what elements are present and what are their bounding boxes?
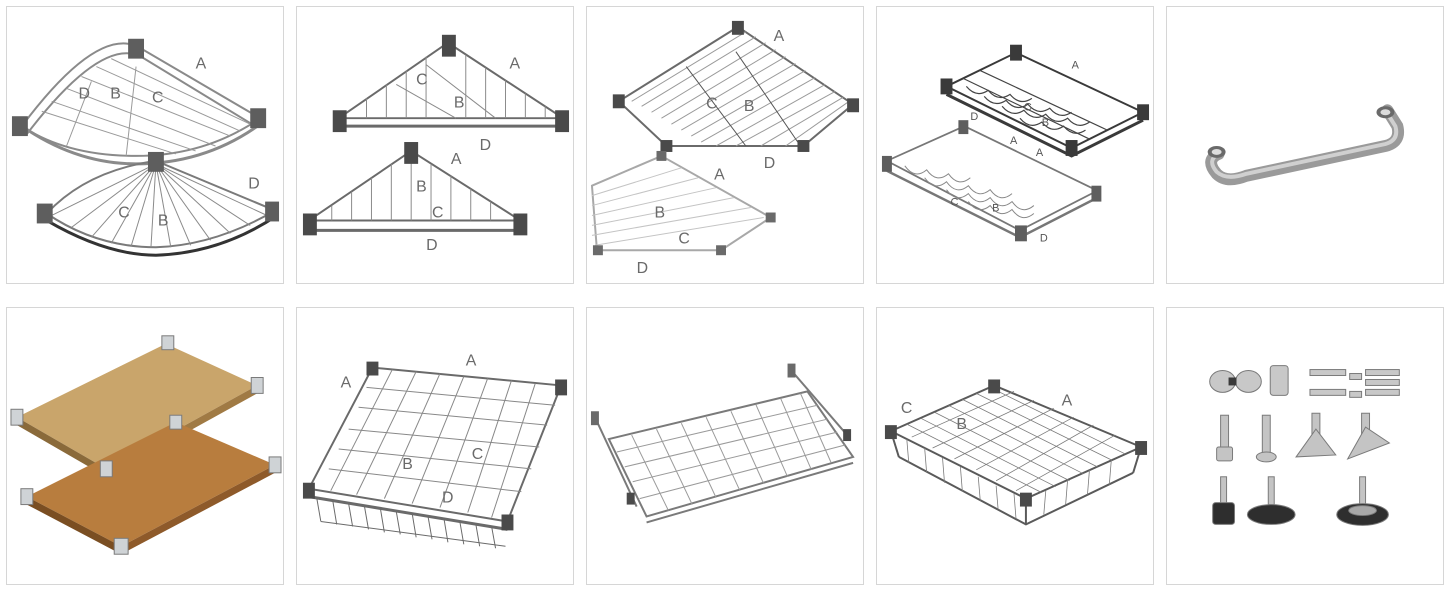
label-a-2: A (451, 151, 462, 168)
product-tile-accessories-set[interactable] (1166, 307, 1444, 585)
label-a: A (1062, 392, 1073, 409)
label-d-2: D (1040, 232, 1048, 244)
label-d: D (78, 85, 89, 102)
corner-round-shelves-image: A B C D D C B (11, 38, 280, 257)
label-b: B (454, 94, 465, 111)
label-a: A (509, 56, 520, 73)
label-c: C (706, 95, 717, 112)
sliding-wire-shelf-image (590, 363, 855, 524)
label-d: D (764, 155, 775, 172)
label-a-2: A (341, 374, 352, 391)
label-b: B (744, 98, 755, 115)
label-a: A (196, 56, 207, 73)
label-b-2: B (992, 203, 999, 215)
label-a-2: A (1010, 135, 1018, 147)
accessories-set-image (1209, 365, 1400, 526)
label-a: A (774, 28, 785, 45)
wire-basket-drawer-image: A C B (884, 379, 1148, 526)
label-c-2: C (678, 230, 689, 247)
label-a-3: A (1036, 147, 1044, 159)
u-handle-bar-image (1205, 104, 1405, 186)
product-tile-wine-rack-shelves[interactable]: A C B D A A C B D (876, 6, 1154, 284)
label-a-2: A (714, 167, 725, 184)
label-c: C (152, 89, 163, 106)
label-d: D (442, 490, 453, 507)
label-b: B (110, 85, 121, 102)
label-b: B (402, 456, 413, 473)
label-b-2: B (158, 212, 169, 229)
label-b-2: B (416, 179, 427, 196)
label-b: B (956, 416, 967, 433)
product-tile-pentagon-corner-shelves[interactable]: A C B D A B C D (586, 6, 864, 284)
label-c: C (472, 446, 483, 463)
label-a: A (1072, 60, 1080, 72)
wine-rack-shelves-image: A C B D A A C B D (881, 44, 1150, 244)
label-c-2: C (118, 204, 129, 221)
label-b-2: B (655, 204, 666, 221)
product-tile-wood-panel-shelves[interactable] (6, 307, 284, 585)
product-tile-sliding-wire-shelf[interactable] (586, 307, 864, 585)
wood-panel-shelves-image (10, 335, 282, 555)
label-c: C (416, 71, 427, 88)
product-tile-wire-basket-drawer[interactable]: A C B (876, 307, 1154, 585)
label-d-2: D (248, 176, 259, 193)
product-tile-triangle-corner-shelves[interactable]: A C B D A B C D (296, 6, 574, 284)
product-tile-slanted-wire-shelf[interactable]: A A B C D (296, 307, 574, 585)
label-d: D (970, 111, 978, 123)
triangle-corner-shelves-image: A C B D A B C D (302, 34, 570, 254)
label-c: C (1024, 101, 1032, 113)
label-a: A (466, 353, 477, 370)
product-tile-u-handle-bar[interactable] (1166, 6, 1444, 284)
slanted-wire-shelf-image: A A B C D (302, 353, 568, 549)
label-b: B (1042, 117, 1049, 129)
pentagon-corner-shelves-image: A C B D A B C D (590, 20, 860, 277)
label-d: D (480, 137, 491, 154)
label-c-2: C (432, 204, 443, 221)
label-d-2: D (637, 260, 648, 277)
product-tile-corner-round-shelves[interactable]: A B C D D C B (6, 6, 284, 284)
label-d-2: D (426, 237, 437, 254)
label-c-2: C (950, 197, 958, 209)
label-c: C (901, 400, 912, 417)
